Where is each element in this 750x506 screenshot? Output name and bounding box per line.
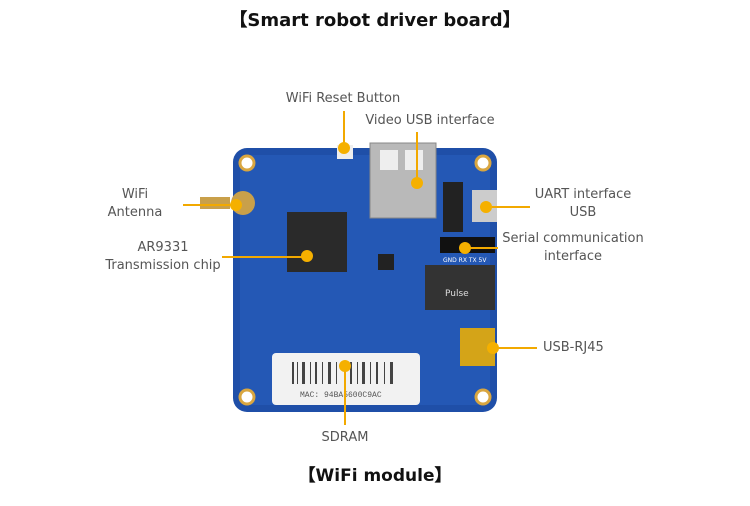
header-pin-text: GND RX TX 5V — [443, 257, 487, 264]
label-line: Transmission chip — [105, 258, 221, 273]
label-line: Serial communication — [502, 231, 644, 246]
svg-text:MAC: 94BA5600C9AC: MAC: 94BA5600C9AC — [300, 391, 382, 400]
label-line: AR9331 — [137, 240, 189, 255]
mac-sticker — [272, 353, 420, 405]
callout-dot-serial — [459, 242, 471, 254]
label-line: USB — [569, 205, 597, 220]
callout-line-reset — [343, 111, 345, 148]
footer-caption: 【WiFi module】 — [298, 466, 452, 486]
callout-line-rj45 — [493, 347, 537, 349]
label-line: interface — [544, 249, 602, 264]
callout-dot-sdram — [339, 360, 351, 372]
callout-dot-uart — [480, 201, 492, 213]
label-line: Antenna — [107, 205, 163, 220]
callout-dot-antenna — [230, 199, 242, 211]
label-wifi-antenna: WiFi Antenna — [95, 186, 175, 222]
callout-dot-reset — [338, 142, 350, 154]
label-wifi-reset: WiFi Reset Button — [285, 91, 401, 106]
label-usb-rj45: USB-RJ45 — [543, 340, 604, 355]
label-sdram: SDRAM — [321, 430, 369, 445]
label-line: WiFi — [121, 187, 149, 202]
callout-line-serial — [465, 247, 498, 249]
callout-line-chip — [222, 256, 307, 258]
callout-line-sdram — [344, 366, 346, 425]
callout-line-antenna — [183, 204, 236, 206]
pulse-transformer — [425, 265, 495, 310]
page-title: 【Smart robot driver board】 — [229, 10, 521, 31]
label-video-usb: Video USB interface — [365, 113, 495, 128]
usb-port — [369, 142, 437, 219]
svg-text:Pulse: Pulse — [445, 289, 469, 299]
label-line: UART interface — [534, 187, 632, 202]
callout-line-uart — [486, 206, 530, 208]
label-uart: UART interface USB — [523, 186, 643, 222]
callout-dot-rj45 — [487, 342, 499, 354]
callout-line-video-usb — [416, 132, 418, 183]
label-chip: AR9331 Transmission chip — [98, 239, 228, 275]
callout-dot-chip — [301, 250, 313, 262]
ar9331-chip — [287, 212, 347, 272]
label-serial: Serial communication interface — [498, 230, 648, 266]
callout-dot-video-usb — [411, 177, 423, 189]
